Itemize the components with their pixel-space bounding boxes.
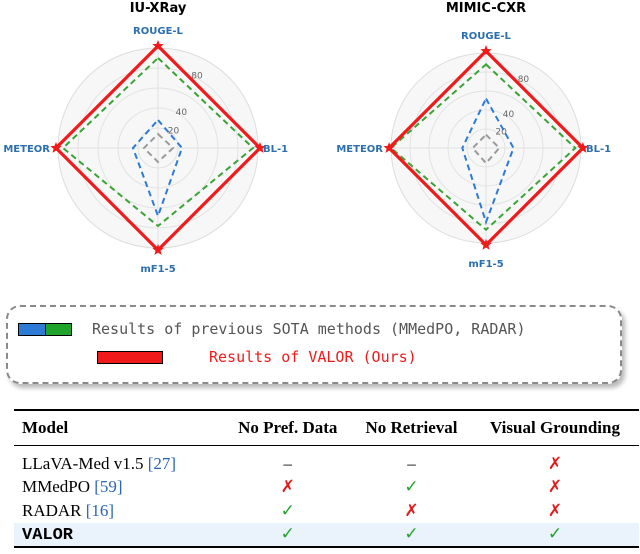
cell-no-pref: – [283, 453, 293, 473]
legend-ours: Results of VALOR (Ours) [97, 348, 417, 366]
axis-label: mF1-5 [140, 264, 175, 275]
radial-tick-label: 20 [168, 127, 180, 137]
series-line-2 [471, 133, 501, 165]
cell-visual-grounding: ✗ [547, 453, 563, 473]
axis-label: BL-1 [263, 144, 288, 155]
legend-previous-label: Results of previous SOTA methods (MMedPO… [92, 320, 526, 338]
model-label: LLaVA-Med v1.5 [22, 453, 148, 473]
cell-no-pref: ✓ [280, 524, 295, 544]
series-line-2 [142, 132, 175, 164]
chart-title: IU-XRay [130, 1, 187, 16]
axis-label: BL-1 [586, 144, 611, 155]
table-row: RADAR [16] ✓ ✗ ✗ [14, 499, 639, 523]
legend-previous: Results of previous SOTA methods (MMedPO… [18, 320, 525, 338]
axis-label: mF1-5 [468, 259, 503, 270]
chart-title: MIMIC-CXR [446, 1, 526, 16]
series-line-3 [61, 56, 255, 228]
series-line-3 [389, 63, 577, 232]
cell-no-retrieval: ✓ [404, 524, 419, 544]
table-header-row: Model No Pref. Data No Retrieval Visual … [14, 410, 639, 446]
header-no-pref-data: No Pref. Data [238, 418, 338, 437]
model-label: VALOR [22, 525, 74, 545]
legend-swatch-previous [18, 322, 72, 336]
series-point-star [480, 238, 492, 250]
radial-tick-label: 40 [503, 110, 515, 120]
legend-swatch-green [45, 322, 72, 336]
series-point-star [254, 142, 266, 153]
citation-link[interactable]: [27] [147, 453, 177, 473]
cell-no-pref: ✗ [280, 477, 295, 497]
legend-ours-label: Results of VALOR (Ours) [209, 348, 417, 366]
series-point-star [383, 142, 395, 153]
cell-visual-grounding: ✗ [547, 477, 563, 497]
radial-tick-label: 80 [518, 75, 530, 85]
model-name: VALOR [14, 523, 224, 548]
header-visual-grounding: Visual Grounding [490, 418, 620, 437]
table-row: LLaVA-Med v1.5 [27] – – ✗ [14, 446, 639, 476]
legend-swatch-red [97, 350, 163, 364]
radar-chart-2: 20 40 80 MIMIC-CXR ROUGE-L BL-1 mF1-5 METEOR [336, 1, 611, 270]
header-model: Model [22, 418, 69, 437]
axis-label: METEOR [336, 144, 383, 155]
radial-tick-label: 20 [495, 128, 507, 138]
cell-visual-grounding: ✗ [547, 500, 563, 520]
series-point-star [50, 142, 62, 153]
table-row: MMedPO [59] ✗ ✓ ✗ [14, 476, 639, 500]
cell-no-retrieval: ✗ [404, 500, 419, 520]
radial-tick-label: 80 [191, 71, 203, 81]
legend-swatch-blue [18, 322, 46, 336]
axis-label: ROUGE-L [461, 31, 512, 42]
series-point-star [152, 244, 164, 255]
comparison-table: Model No Pref. Data No Retrieval Visual … [14, 409, 639, 548]
cell-no-retrieval: – [407, 453, 416, 473]
radial-tick-label: 40 [176, 108, 188, 118]
citation-link[interactable]: [59] [94, 477, 123, 497]
legend-box: Results of previous SOTA methods (MMedPO… [6, 305, 622, 384]
model-label: MMedPO [22, 477, 95, 497]
series-point-star [480, 45, 492, 56]
axis-label: ROUGE-L [133, 26, 184, 37]
header-no-retrieval: No Retrieval [365, 418, 458, 437]
cell-no-retrieval: ✓ [404, 477, 419, 497]
series-line-1 [131, 118, 184, 219]
citation-link[interactable]: [16] [85, 500, 115, 520]
series-line-1 [461, 96, 515, 226]
model-name: RADAR [16] [14, 499, 224, 523]
cell-visual-grounding: ✓ [547, 524, 563, 544]
axis-label: METEOR [3, 144, 50, 155]
series-point-star [577, 142, 589, 153]
model-name: MMedPO [59] [14, 476, 224, 500]
model-label: RADAR [22, 500, 86, 520]
series-point-star [152, 40, 164, 51]
table-row-highlight: VALOR ✓ ✓ ✓ [14, 522, 639, 548]
cell-no-pref: ✓ [280, 500, 295, 520]
model-name: LLaVA-Med v1.5 [27] [14, 446, 224, 476]
